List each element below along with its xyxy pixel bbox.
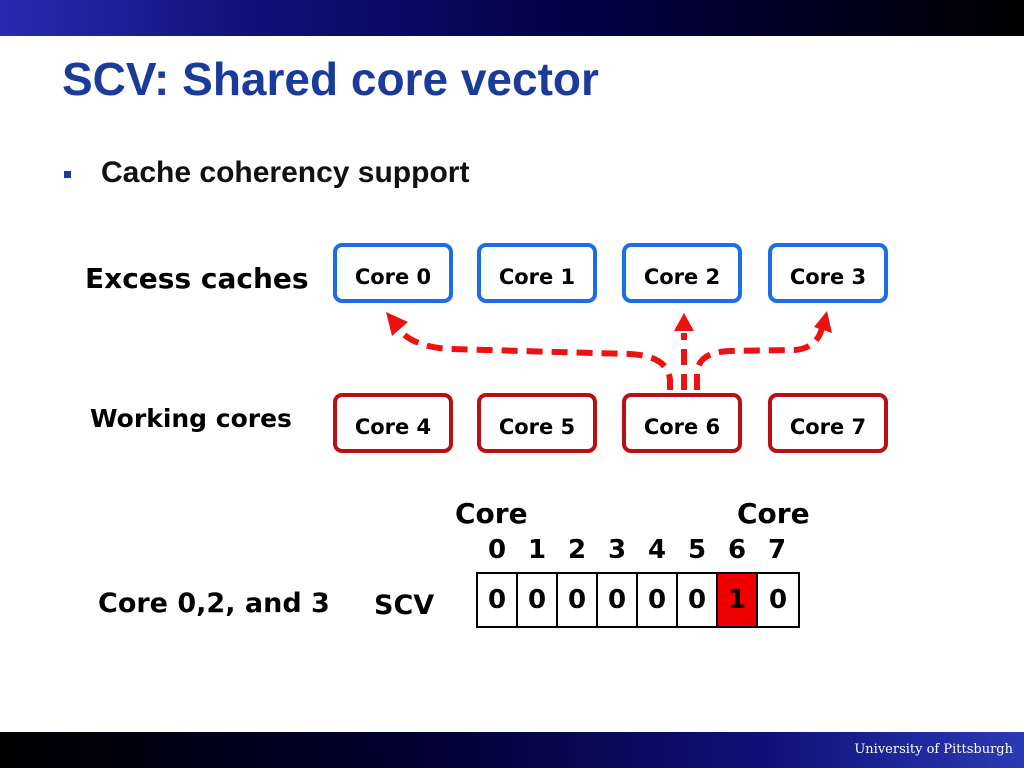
scv-bit-7: 0 [768, 585, 788, 615]
scv-label: SCV [374, 590, 435, 621]
arrow-to-core-3 [694, 327, 825, 390]
scv-bit-6: 1 [718, 574, 758, 626]
bullet-marker [64, 171, 71, 178]
bullet-text: Cache coherency support [101, 156, 470, 189]
core-box-0: Core 0 [333, 243, 453, 303]
scv-bit-0: 0 [478, 574, 518, 626]
scv-index-1: 1 [527, 535, 547, 565]
scv-index-7: 7 [767, 535, 787, 565]
bottom-banner: University of Pittsburgh [0, 732, 1024, 768]
scv-left-label: Core 0,2, and 3 [98, 588, 330, 619]
scv-index-4: 4 [647, 535, 667, 565]
scv-index-6: 6 [727, 535, 747, 565]
core-box-2: Core 2 [622, 243, 742, 303]
scv-bit-vector: 0 0 0 0 0 0 1 0 [476, 572, 800, 628]
scv-header-left: Core [455, 497, 528, 530]
scv-bit-2: 0 [558, 574, 598, 626]
scv-index-3: 3 [607, 535, 627, 565]
scv-index-2: 2 [567, 535, 587, 565]
working-cores-label: Working cores [90, 404, 292, 433]
scv-index-5: 5 [687, 535, 707, 565]
core-box-4: Core 4 [333, 393, 453, 453]
footer-text: University of Pittsburgh [854, 742, 1013, 757]
core-box-1: Core 1 [477, 243, 597, 303]
top-banner [0, 0, 1024, 36]
arrowhead-core-0 [386, 312, 408, 336]
scv-bit-1: 0 [518, 574, 558, 626]
scv-bit-5: 0 [678, 574, 718, 626]
scv-index-0: 0 [487, 535, 507, 565]
slide-title: SCV: Shared core vector [62, 53, 599, 105]
scv-bit-3: 0 [598, 574, 638, 626]
core-box-5: Core 5 [477, 393, 597, 453]
core-box-7: Core 7 [768, 393, 888, 453]
scv-bit-4: 0 [638, 574, 678, 626]
core-box-3: Core 3 [768, 243, 888, 303]
arrowhead-core-2 [674, 313, 694, 331]
arrow-to-core-0 [395, 326, 673, 390]
core-box-6: Core 6 [622, 393, 742, 453]
excess-caches-label: Excess caches [85, 262, 309, 295]
scv-header-right: Core [737, 497, 810, 530]
arrowhead-core-3 [814, 311, 832, 333]
